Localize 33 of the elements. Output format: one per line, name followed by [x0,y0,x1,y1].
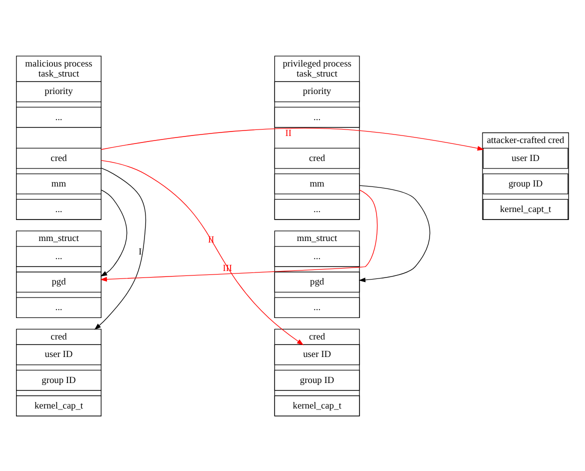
node-box: user ID [482,147,568,168]
node-box: group ID [482,172,568,194]
node-box: pgd [274,271,360,292]
arrow [100,189,128,276]
node-box: priority [16,80,102,102]
arrow [100,189,378,282]
node-box: ... [274,246,360,266]
node-box: mm [16,172,102,194]
node-box: kernel_cap_t [274,394,360,416]
arrow [100,127,484,150]
arrow [358,184,430,282]
node-box: pgd [16,271,102,292]
arrow [94,167,146,330]
node-box: ... [16,246,102,266]
node-box: ... [274,106,360,128]
node-box: user ID [16,344,102,365]
node-box: group ID [16,369,102,390]
node-box: priority [274,80,360,102]
node-box: ... [16,106,102,128]
node-box: ... [16,198,102,220]
edge-label: I [138,247,142,258]
node-box: kernel_capt_t [482,198,568,220]
arrow [100,160,304,345]
node-box: ... [274,296,360,318]
node-box: ... [16,296,102,318]
edge-label: II [285,128,292,138]
node-box: cred [16,147,102,168]
node-box: ... [274,198,360,220]
node-box: cred [274,147,360,168]
node-box: group ID [274,369,360,390]
node-box: kernel_cap_t [16,394,102,416]
node-box: mm [274,172,360,194]
node-box: user ID [274,344,360,365]
